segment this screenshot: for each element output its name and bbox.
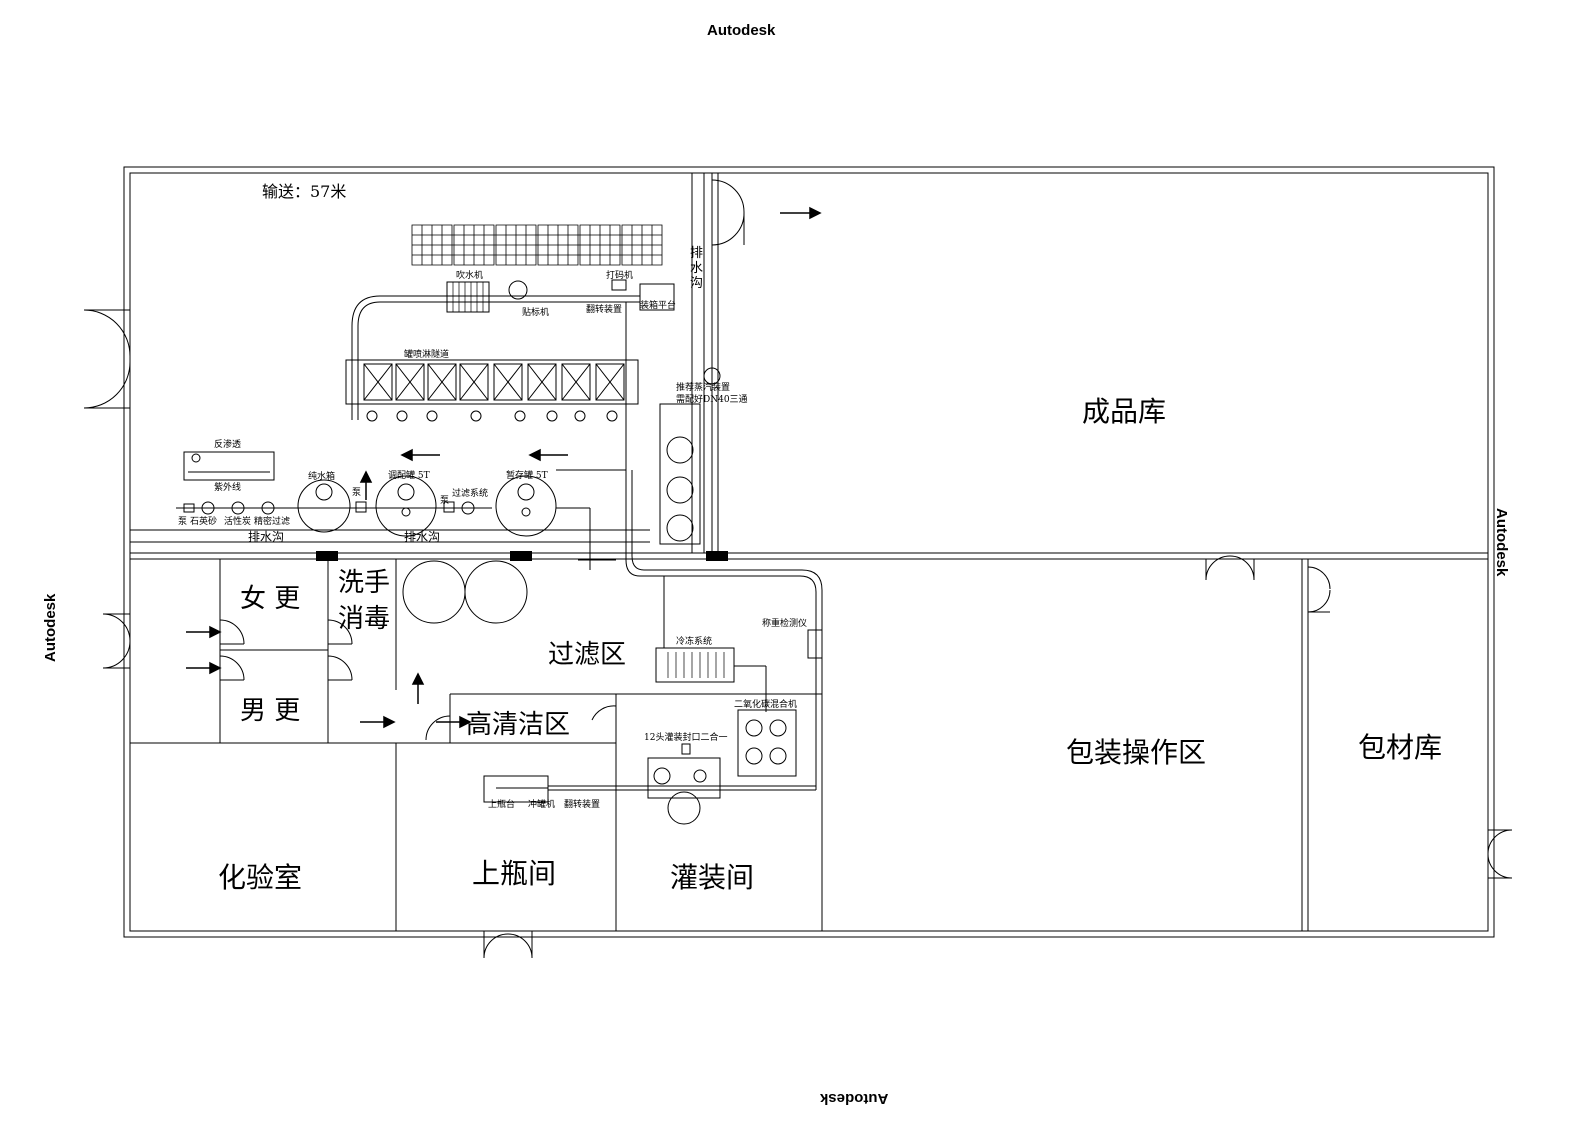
label-activated-carbon: 活性炭: [224, 517, 252, 527]
label-pump: 泵: [178, 517, 188, 527]
label-mixing-tank: 调配罐 5T: [388, 471, 430, 481]
watermark-right: Autodesk: [1493, 508, 1510, 577]
reverse-osmosis-unit: [184, 452, 274, 480]
room-lab: 化验室: [218, 861, 303, 894]
co2-mixer: [738, 710, 796, 776]
watermark-left: Autodesk: [42, 593, 59, 662]
room-bottle-loading: 上瓶间: [472, 857, 557, 890]
label-blow-dryer: 吹水机: [456, 271, 484, 281]
label-checkweigher: 称重检测仪: [762, 619, 808, 629]
watermark-bottom: Autodesk: [820, 1090, 889, 1107]
checkweigher: [808, 630, 822, 658]
filter-tank-right: [465, 561, 527, 623]
conveyor-note: 输送：57米: [262, 182, 347, 201]
outer-wall-inner: [130, 173, 1488, 931]
room-filter-area: 过滤区: [548, 640, 627, 670]
room-wash-line2: 消毒: [338, 604, 391, 634]
pure-water-tank: [298, 480, 350, 532]
packing-table: [640, 284, 674, 310]
label-co2-mixer: 二氧化碳混合机: [734, 700, 798, 710]
label-fine-filter: 精密过滤: [254, 517, 291, 527]
label-pump2: 泵: [352, 488, 362, 498]
label-drain-mid: 排水沟: [404, 530, 441, 544]
label-flip-bottom: 翻转装置: [564, 800, 601, 810]
label-spray-tunnel: 罐喷淋隧道: [404, 350, 450, 360]
label-coder: 打码机: [606, 271, 634, 281]
watermark-top: Autodesk: [707, 22, 776, 39]
label-uv: 紫外线: [214, 483, 242, 493]
steam-unit: [660, 404, 700, 544]
label-steam-note2: 需配好DN40三通: [676, 395, 748, 405]
label-packing-table: 装箱平台: [640, 301, 677, 311]
label-labeler: 贴标机: [522, 308, 550, 318]
label-bottle-table: 上瓶台: [488, 800, 516, 810]
labeler: [509, 281, 527, 299]
label-pure-water-tank: 纯水箱: [308, 472, 336, 482]
room-clean-area: 高清洁区: [466, 710, 571, 740]
room-finished-goods: 成品库: [1082, 395, 1167, 428]
filter-tank-left: [403, 561, 465, 623]
spray-tunnel: [346, 360, 638, 421]
room-packaging-store: 包材库: [1358, 731, 1443, 764]
outer-wall: [124, 167, 1494, 937]
label-filter-system: 过滤系统: [452, 489, 489, 499]
filler-sealer: [648, 758, 720, 798]
room-packing-area: 包装操作区: [1066, 736, 1207, 769]
label-freezing-system: 冷冻系统: [676, 637, 713, 647]
label-quartz-sand: 石英砂: [190, 517, 218, 527]
room-female-change: 女 更: [240, 584, 301, 614]
label-drain-vertical: 排水沟: [690, 246, 704, 291]
drying-rack-panels: [412, 225, 662, 265]
label-drain-left: 排水沟: [248, 530, 285, 544]
mixing-tank: [376, 476, 436, 536]
label-steam-note1: 推荐蒸汽装置: [676, 383, 731, 393]
label-flip-top: 翻转装置: [586, 305, 623, 315]
room-filling: 灌装间: [670, 861, 755, 894]
blow-dryer: [447, 282, 489, 312]
label-filler-sealer: 12头灌装封口二合一: [644, 733, 728, 743]
room-male-change: 男 更: [240, 696, 301, 726]
label-reverse-osmosis: 反渗透: [214, 440, 242, 450]
room-wash-line1: 洗手: [338, 568, 391, 598]
label-pump3: 泵: [440, 496, 450, 506]
storage-tank: [496, 476, 556, 536]
label-can-washer: 冲罐机: [528, 800, 556, 810]
label-storage-tank: 暂存罐 5T: [506, 471, 548, 481]
coder: [612, 280, 626, 290]
bottle-table: [484, 776, 548, 802]
freezing-system: [656, 648, 734, 682]
